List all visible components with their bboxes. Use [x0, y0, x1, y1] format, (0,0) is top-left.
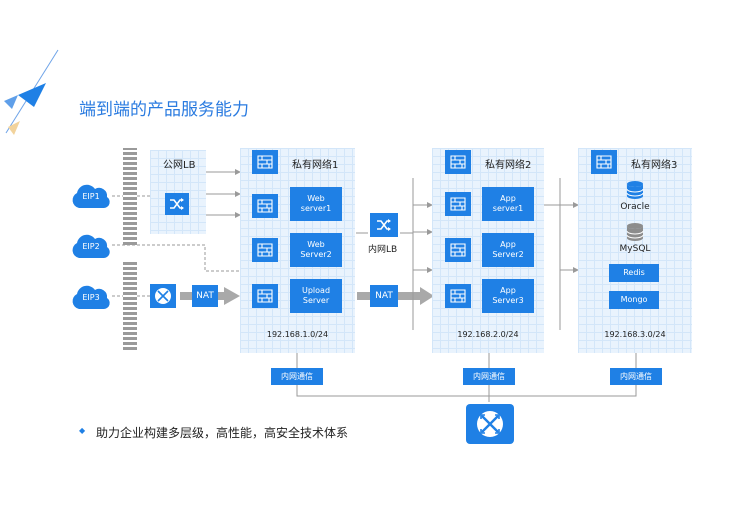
web-server2[interactable]: Web Server2 — [290, 233, 342, 267]
bullet-diamond-icon: ◆ — [79, 426, 86, 435]
firewall-icon — [257, 199, 273, 213]
public-lb-zone — [150, 150, 206, 234]
web-server1[interactable]: Web server1 — [290, 187, 342, 221]
firewall-icon — [257, 243, 273, 257]
cloud-icon — [72, 234, 110, 258]
eip3-label: EIP3 — [82, 292, 100, 302]
private1-subnet: 192.168.1.0/24 — [266, 330, 329, 339]
firewall-icon — [450, 243, 466, 257]
private2-intranet[interactable]: 内网通信 — [463, 368, 515, 385]
private1-header-firewall — [252, 150, 278, 174]
firewall-icon — [257, 289, 273, 303]
firewall-icon — [596, 155, 612, 169]
oracle-db[interactable]: Oracle — [610, 180, 660, 212]
page-title: 端到端的产品服务能力 — [79, 100, 249, 120]
firewall-icon — [450, 197, 466, 211]
private2-firewall-3 — [445, 284, 471, 308]
public-lb-label: 公网LB — [163, 160, 196, 171]
eip2-cloud[interactable]: EIP2 — [70, 233, 112, 259]
upload-server[interactable]: Upload Server — [290, 279, 342, 313]
bullet-text: 助力企业构建多层级，高性能，高安全技术体系 — [96, 426, 349, 440]
cloud-icon — [72, 285, 110, 309]
private1-firewall-3 — [252, 284, 278, 308]
public-lb-switch[interactable] — [165, 193, 189, 215]
private2-firewall-1 — [445, 192, 471, 216]
app-server2[interactable]: App Server2 — [482, 233, 534, 267]
corner-decoration — [4, 49, 59, 135]
private2-label: 私有网络2 — [485, 160, 532, 171]
private2-firewall-2 — [445, 238, 471, 262]
eip3-cloud[interactable]: EIP3 — [70, 284, 112, 310]
database-icon — [626, 181, 644, 199]
nat1-box[interactable]: NAT — [192, 285, 218, 307]
app-server3[interactable]: App Server3 — [482, 279, 534, 313]
private3-subnet: 192.168.3.0/24 — [604, 330, 666, 339]
app-server1[interactable]: App server1 — [482, 187, 534, 221]
eip1-label: EIP1 — [82, 191, 100, 201]
nat2-box[interactable]: NAT — [370, 285, 398, 307]
private1-label: 私有网络1 — [292, 160, 339, 171]
private2-subnet: 192.168.2.0/24 — [457, 330, 519, 339]
router1[interactable] — [150, 284, 176, 308]
private3-intranet[interactable]: 内网通信 — [610, 368, 662, 385]
cloud-icon — [72, 184, 110, 208]
firewall-icon — [257, 155, 273, 169]
private1-intranet[interactable]: 内网通信 — [271, 368, 323, 385]
private1-firewall-2 — [252, 238, 278, 262]
eip1-cloud[interactable]: EIP1 — [70, 183, 112, 209]
private2-header-firewall — [445, 150, 471, 174]
firewall-wall-bottom — [123, 262, 137, 350]
router-icon — [477, 411, 503, 437]
mysql-label: MySQL — [619, 244, 651, 254]
internal-lb-switch[interactable] — [370, 213, 398, 237]
router-icon — [155, 288, 171, 304]
internal-lb-label: 内网LB — [368, 245, 398, 255]
mysql-db[interactable]: MySQL — [610, 222, 660, 254]
private3-label: 私有网络3 — [631, 160, 678, 171]
central-router[interactable] — [466, 404, 514, 444]
private3-zone — [578, 148, 692, 353]
firewall-icon — [450, 289, 466, 303]
redis-service[interactable]: Redis — [609, 264, 659, 282]
database-icon — [626, 223, 644, 241]
firewall-icon — [450, 155, 466, 169]
shuffle-icon — [170, 198, 184, 210]
eip2-label: EIP2 — [82, 241, 100, 251]
oracle-label: Oracle — [620, 202, 650, 212]
private1-firewall-1 — [252, 194, 278, 218]
shuffle-icon — [377, 219, 391, 231]
mongo-service[interactable]: Mongo — [609, 291, 659, 309]
private3-header-firewall — [591, 150, 617, 174]
firewall-wall-top — [123, 148, 137, 245]
